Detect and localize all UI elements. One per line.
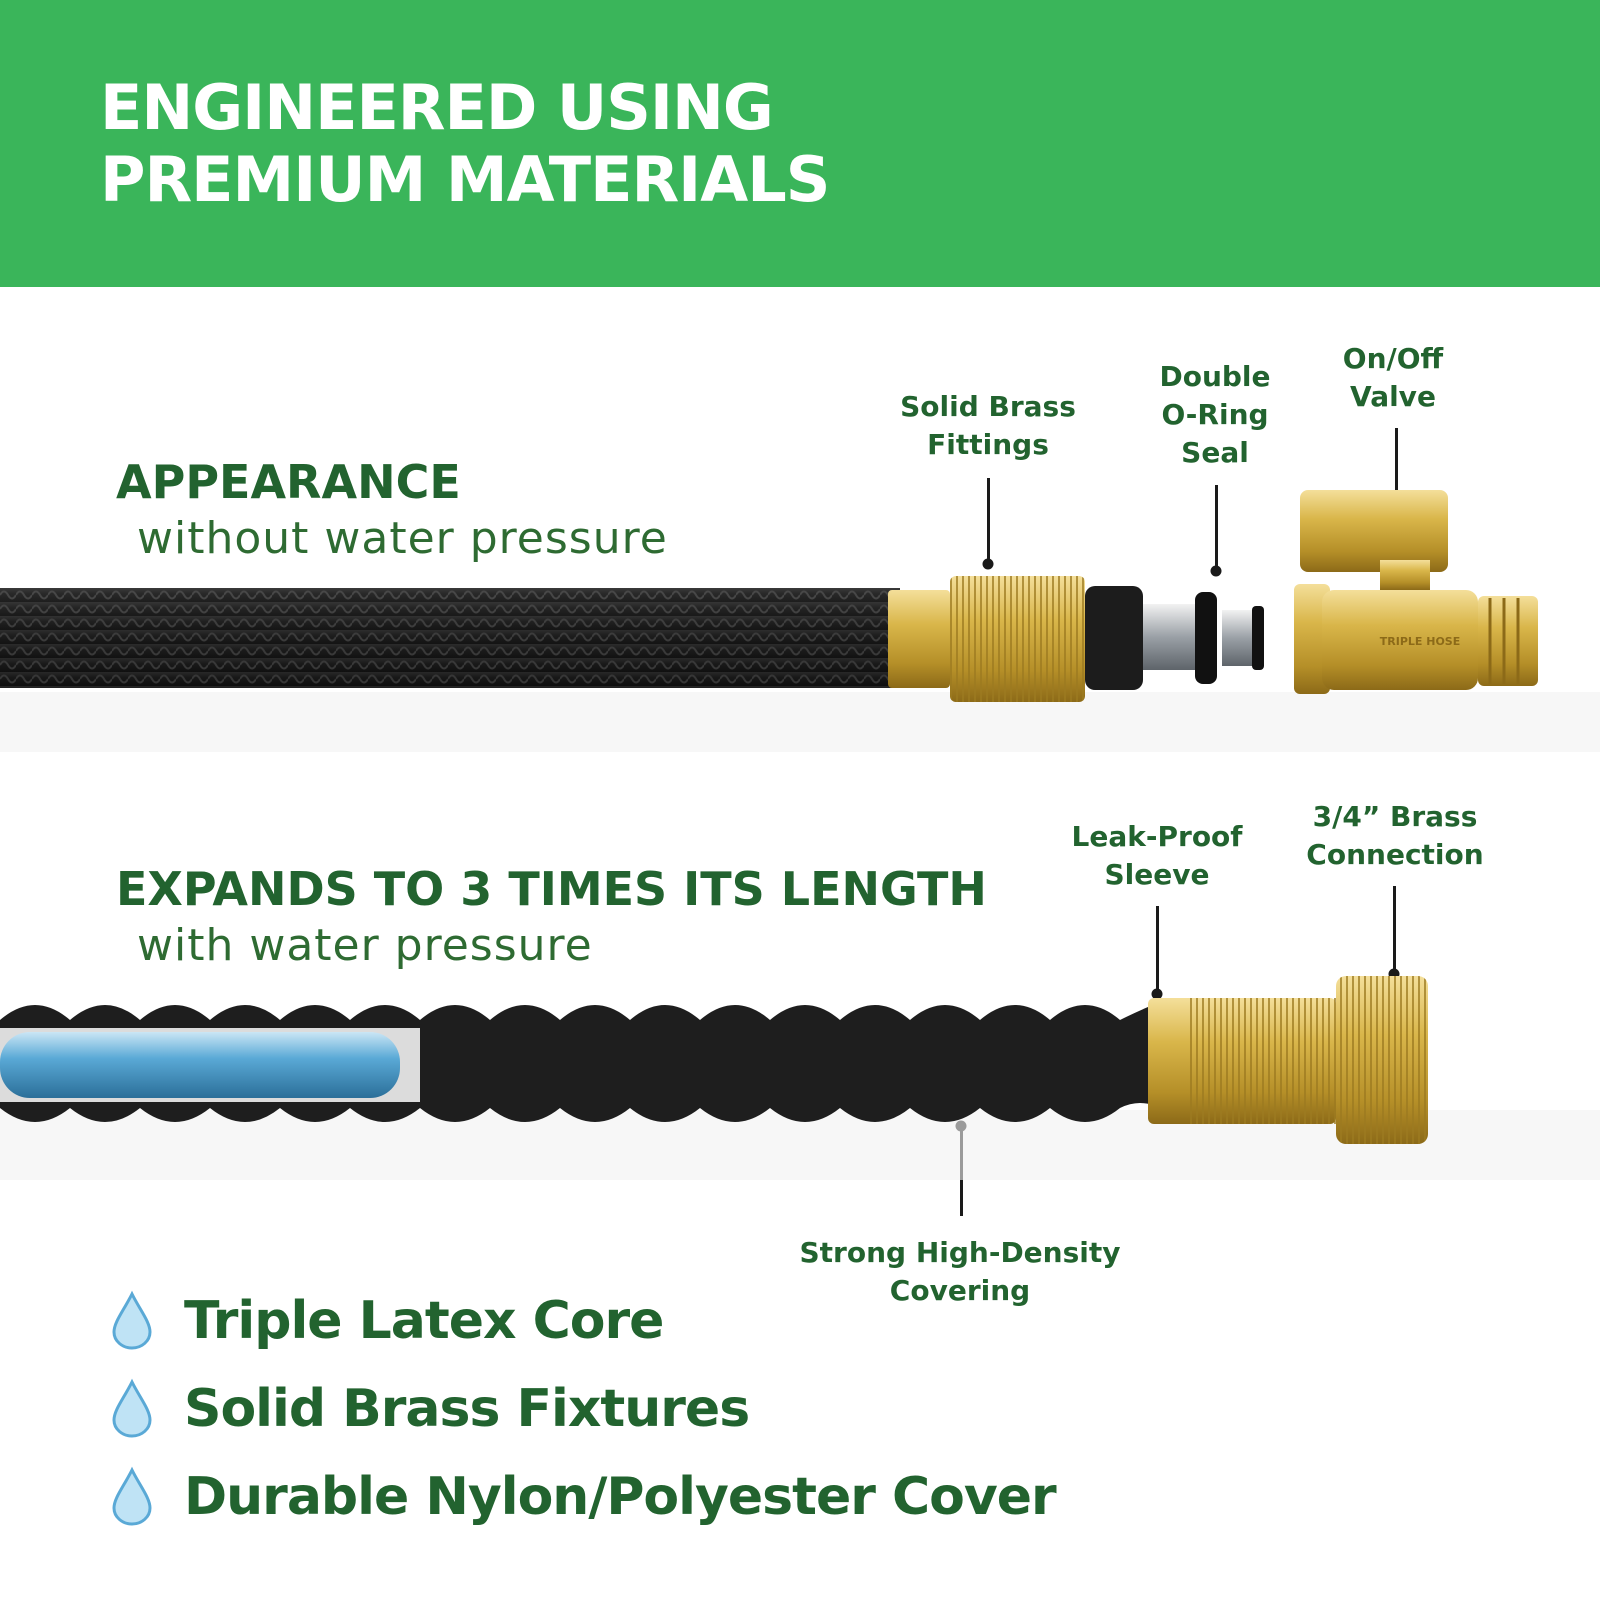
- feature-item: Durable Nylon/Polyester Cover: [110, 1462, 1057, 1532]
- water-drop-icon: [112, 1290, 152, 1350]
- callout-line: Double: [1159, 360, 1271, 393]
- page-title-line-2: PREMIUM MATERIALS: [100, 143, 830, 216]
- leader-solid-brass: [987, 478, 990, 564]
- leader-onoff-valve: [1395, 428, 1398, 496]
- feature-item: Triple Latex Core: [110, 1286, 664, 1356]
- leader-double-oring: [1215, 485, 1218, 571]
- page-title-line-1: ENGINEERED USING: [100, 71, 774, 144]
- callout-line: Leak-Proof: [1071, 820, 1243, 853]
- callout-leak-proof-sleeve: Leak-Proof Sleeve: [1072, 818, 1243, 894]
- callout-line: Sleeve: [1104, 858, 1210, 891]
- appearance-heading: APPEARANCE: [116, 455, 461, 509]
- hose-unpressurized-illustration: TRIPLE HOSE: [0, 490, 1600, 752]
- header-banner: ENGINEERED USING PREMIUM MATERIALS: [0, 0, 1600, 287]
- expands-heading: EXPANDS TO 3 TIMES ITS LENGTH: [116, 862, 987, 916]
- callout-line: Solid Brass: [900, 390, 1076, 423]
- leader-dot-solid-brass: [982, 558, 994, 570]
- leader-dot-leak-proof: [1151, 988, 1163, 1000]
- callout-line: O-Ring: [1161, 398, 1269, 431]
- leader-dot-double-oring: [1210, 565, 1222, 577]
- leader-dot-brass-connection: [1388, 968, 1400, 980]
- leader-leak-proof: [1156, 906, 1159, 994]
- callout-line: Valve: [1350, 380, 1436, 413]
- water-drop-icon: [112, 1466, 152, 1526]
- callout-line: On/Off: [1342, 342, 1444, 375]
- callout-onoff-valve: On/Off Valve: [1343, 340, 1443, 416]
- callout-line: Fittings: [927, 428, 1049, 461]
- callout-line: 3/4” Brass: [1312, 800, 1478, 833]
- callout-brass-connection: 3/4” Brass Connection: [1306, 798, 1483, 874]
- feature-label: Durable Nylon/Polyester Cover: [184, 1467, 1057, 1527]
- callout-line: Covering: [889, 1274, 1031, 1307]
- callout-high-density-covering: Strong High-Density Covering: [799, 1234, 1120, 1310]
- feature-label: Triple Latex Core: [184, 1291, 664, 1351]
- page-title: ENGINEERED USING PREMIUM MATERIALS: [100, 71, 830, 216]
- valve-brand-logo: TRIPLE HOSE: [1380, 635, 1460, 648]
- callout-solid-brass-fittings: Solid Brass Fittings: [900, 388, 1076, 464]
- callout-double-oring-seal: Double O-Ring Seal: [1159, 358, 1270, 472]
- feature-item: Solid Brass Fixtures: [110, 1374, 750, 1444]
- callout-line: Strong High-Density: [799, 1236, 1121, 1269]
- leader-brass-connection: [1393, 886, 1396, 974]
- callout-line: Connection: [1306, 838, 1484, 871]
- appearance-subtitle: without water pressure: [137, 513, 668, 564]
- feature-label: Solid Brass Fixtures: [184, 1379, 750, 1439]
- hose-pressurized-illustration: [0, 976, 1600, 1180]
- water-drop-icon: [112, 1378, 152, 1438]
- callout-line: Seal: [1181, 436, 1249, 469]
- expands-subtitle: with water pressure: [137, 920, 593, 971]
